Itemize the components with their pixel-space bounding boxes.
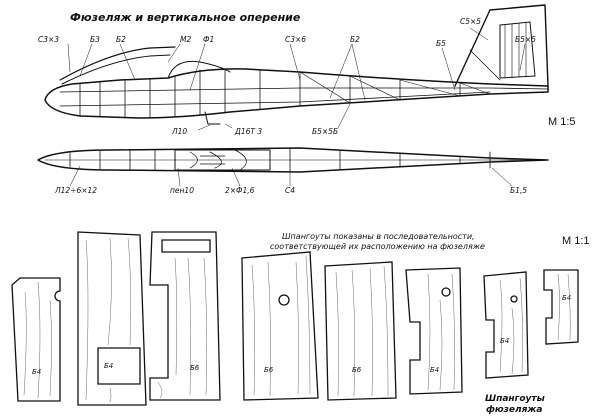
top-frames <box>69 147 491 173</box>
label-d16t3: Д16Т 3 <box>234 127 262 136</box>
hook-line <box>204 111 221 125</box>
frame-6: Б4 <box>405 267 463 395</box>
frames-caption-1: Шпангоуты <box>485 394 545 404</box>
cockpit-line <box>167 60 231 79</box>
frame-1: Б4 <box>11 277 61 402</box>
label-b3: Б3 <box>90 35 100 44</box>
wing-box-detail <box>189 149 247 171</box>
side-frames <box>79 68 461 119</box>
longeron-upper <box>59 87 549 93</box>
label-l10: Л10 <box>171 127 187 136</box>
canopy-inner-line <box>61 54 171 85</box>
side-leaders <box>67 27 526 131</box>
label-c3x3: С3×3 <box>38 35 59 44</box>
frame-label: Б6 <box>264 366 274 374</box>
frames-caption-2: фюзеляжа <box>486 405 542 415</box>
frame-7: Б4 <box>483 271 529 379</box>
frame-label: Б6 <box>352 366 362 374</box>
label-f16: 2×Ф1,6 <box>225 186 255 195</box>
label-b2-left: Б2 <box>116 35 126 44</box>
scale-top: M 1:5 <box>548 116 576 128</box>
fin-outline <box>454 4 549 87</box>
note-line-2: соответствующей их расположению на фюзел… <box>270 242 485 251</box>
frame-label: Б4 <box>430 366 439 374</box>
label-f1: Ф1 <box>203 35 214 44</box>
frame-label: Б4 <box>32 368 41 376</box>
frame-2: Б4 <box>77 231 147 406</box>
drawing-title: Фюзеляж и вертикальное оперение <box>70 11 301 24</box>
label-b5: Б5 <box>436 39 446 48</box>
label-m2: М2 <box>180 35 191 44</box>
scale-bottom: M 1:1 <box>562 235 590 247</box>
note-line-1: Шпангоуты показаны в последовательности, <box>282 232 475 241</box>
label-c5x5: С5×5 <box>460 17 481 26</box>
wing-box <box>174 149 271 171</box>
frame-3: Б6 <box>149 231 221 401</box>
label-b1-5: Б1,5 <box>510 186 527 195</box>
frame-label: Б4 <box>562 294 571 302</box>
frame-4: Б6 <box>241 251 319 401</box>
label-pen10: пен10 <box>170 186 194 195</box>
label-c4: С4 <box>285 186 295 195</box>
frame-label: Б4 <box>104 362 113 370</box>
wood-grain <box>23 237 571 403</box>
fuselage-top-view: Л12÷6×12 пен10 2×Ф1,6 С4 Б1,5 <box>37 147 549 195</box>
side-diagonals <box>299 71 491 104</box>
frame-5: Б6 <box>324 261 397 401</box>
top-leaders <box>69 165 513 187</box>
label-l12: Л12÷6×12 <box>54 186 97 195</box>
longeron-lower <box>59 91 491 107</box>
label-b2-right: Б2 <box>350 35 360 44</box>
top-outline <box>37 147 549 173</box>
canopy-line <box>59 46 176 81</box>
frame-label: Б6 <box>190 364 200 372</box>
frame-label: Б4 <box>500 337 509 345</box>
side-outline <box>44 68 549 119</box>
frame-8: Б4 <box>543 269 579 345</box>
label-b5x5: Б5×5 <box>515 35 536 44</box>
fuselage-side-view: С3×3 Б3 Б2 М2 Ф1 С3×6 Б2 Б5 С5×5 Б5×5 Л1… <box>38 4 549 136</box>
rudder-outline <box>499 21 536 79</box>
label-b5x5b: Б5×5Б <box>312 127 338 136</box>
rudder-ribs <box>504 22 527 79</box>
fin-spar <box>469 49 501 81</box>
label-c3x6: С3×6 <box>285 35 306 44</box>
